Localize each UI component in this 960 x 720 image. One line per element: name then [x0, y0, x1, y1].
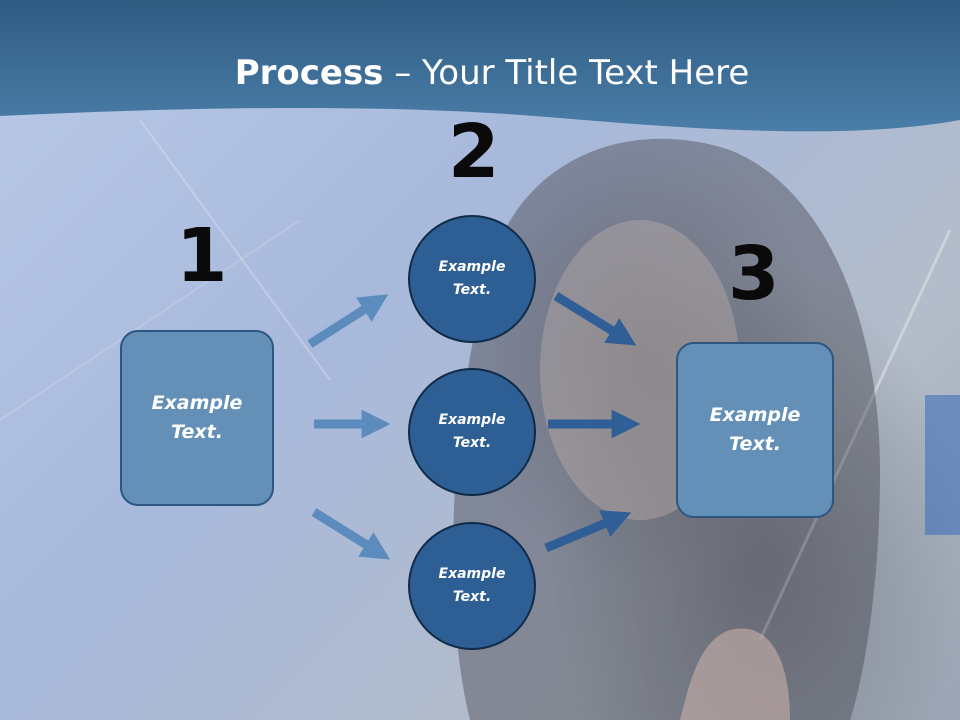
title-bold: Process	[234, 53, 384, 93]
slide-title: Process – Your Title Text Here	[0, 50, 960, 96]
step-2-circle-2: Example Text.	[408, 368, 536, 496]
step-2-circle-3-text: Example Text.	[438, 566, 506, 605]
step-2-number: 2	[448, 109, 500, 195]
step-2-circle-2-text: Example Text.	[438, 412, 506, 451]
step-2-circle-1-text: Example Text.	[438, 259, 506, 298]
title-rest: – Your Title Text Here	[383, 53, 750, 93]
step-1-text: Example Text.	[151, 392, 243, 443]
arrow-2c-to-3	[544, 510, 632, 553]
arrow-1-to-2c	[311, 508, 391, 560]
step-3-number: 3	[728, 231, 780, 317]
arrow-2a-to-3	[553, 292, 637, 346]
step-2-circle-1: Example Text.	[408, 215, 536, 343]
step-2-circle-3: Example Text.	[408, 522, 536, 650]
step-3-box: Example Text.	[676, 342, 834, 518]
step-1-number: 1	[176, 213, 228, 299]
title-banner	[0, 0, 960, 132]
step-3-text: Example Text.	[709, 404, 801, 455]
arrow-1-to-2a	[307, 294, 389, 348]
step-1-box: Example Text.	[120, 330, 274, 506]
